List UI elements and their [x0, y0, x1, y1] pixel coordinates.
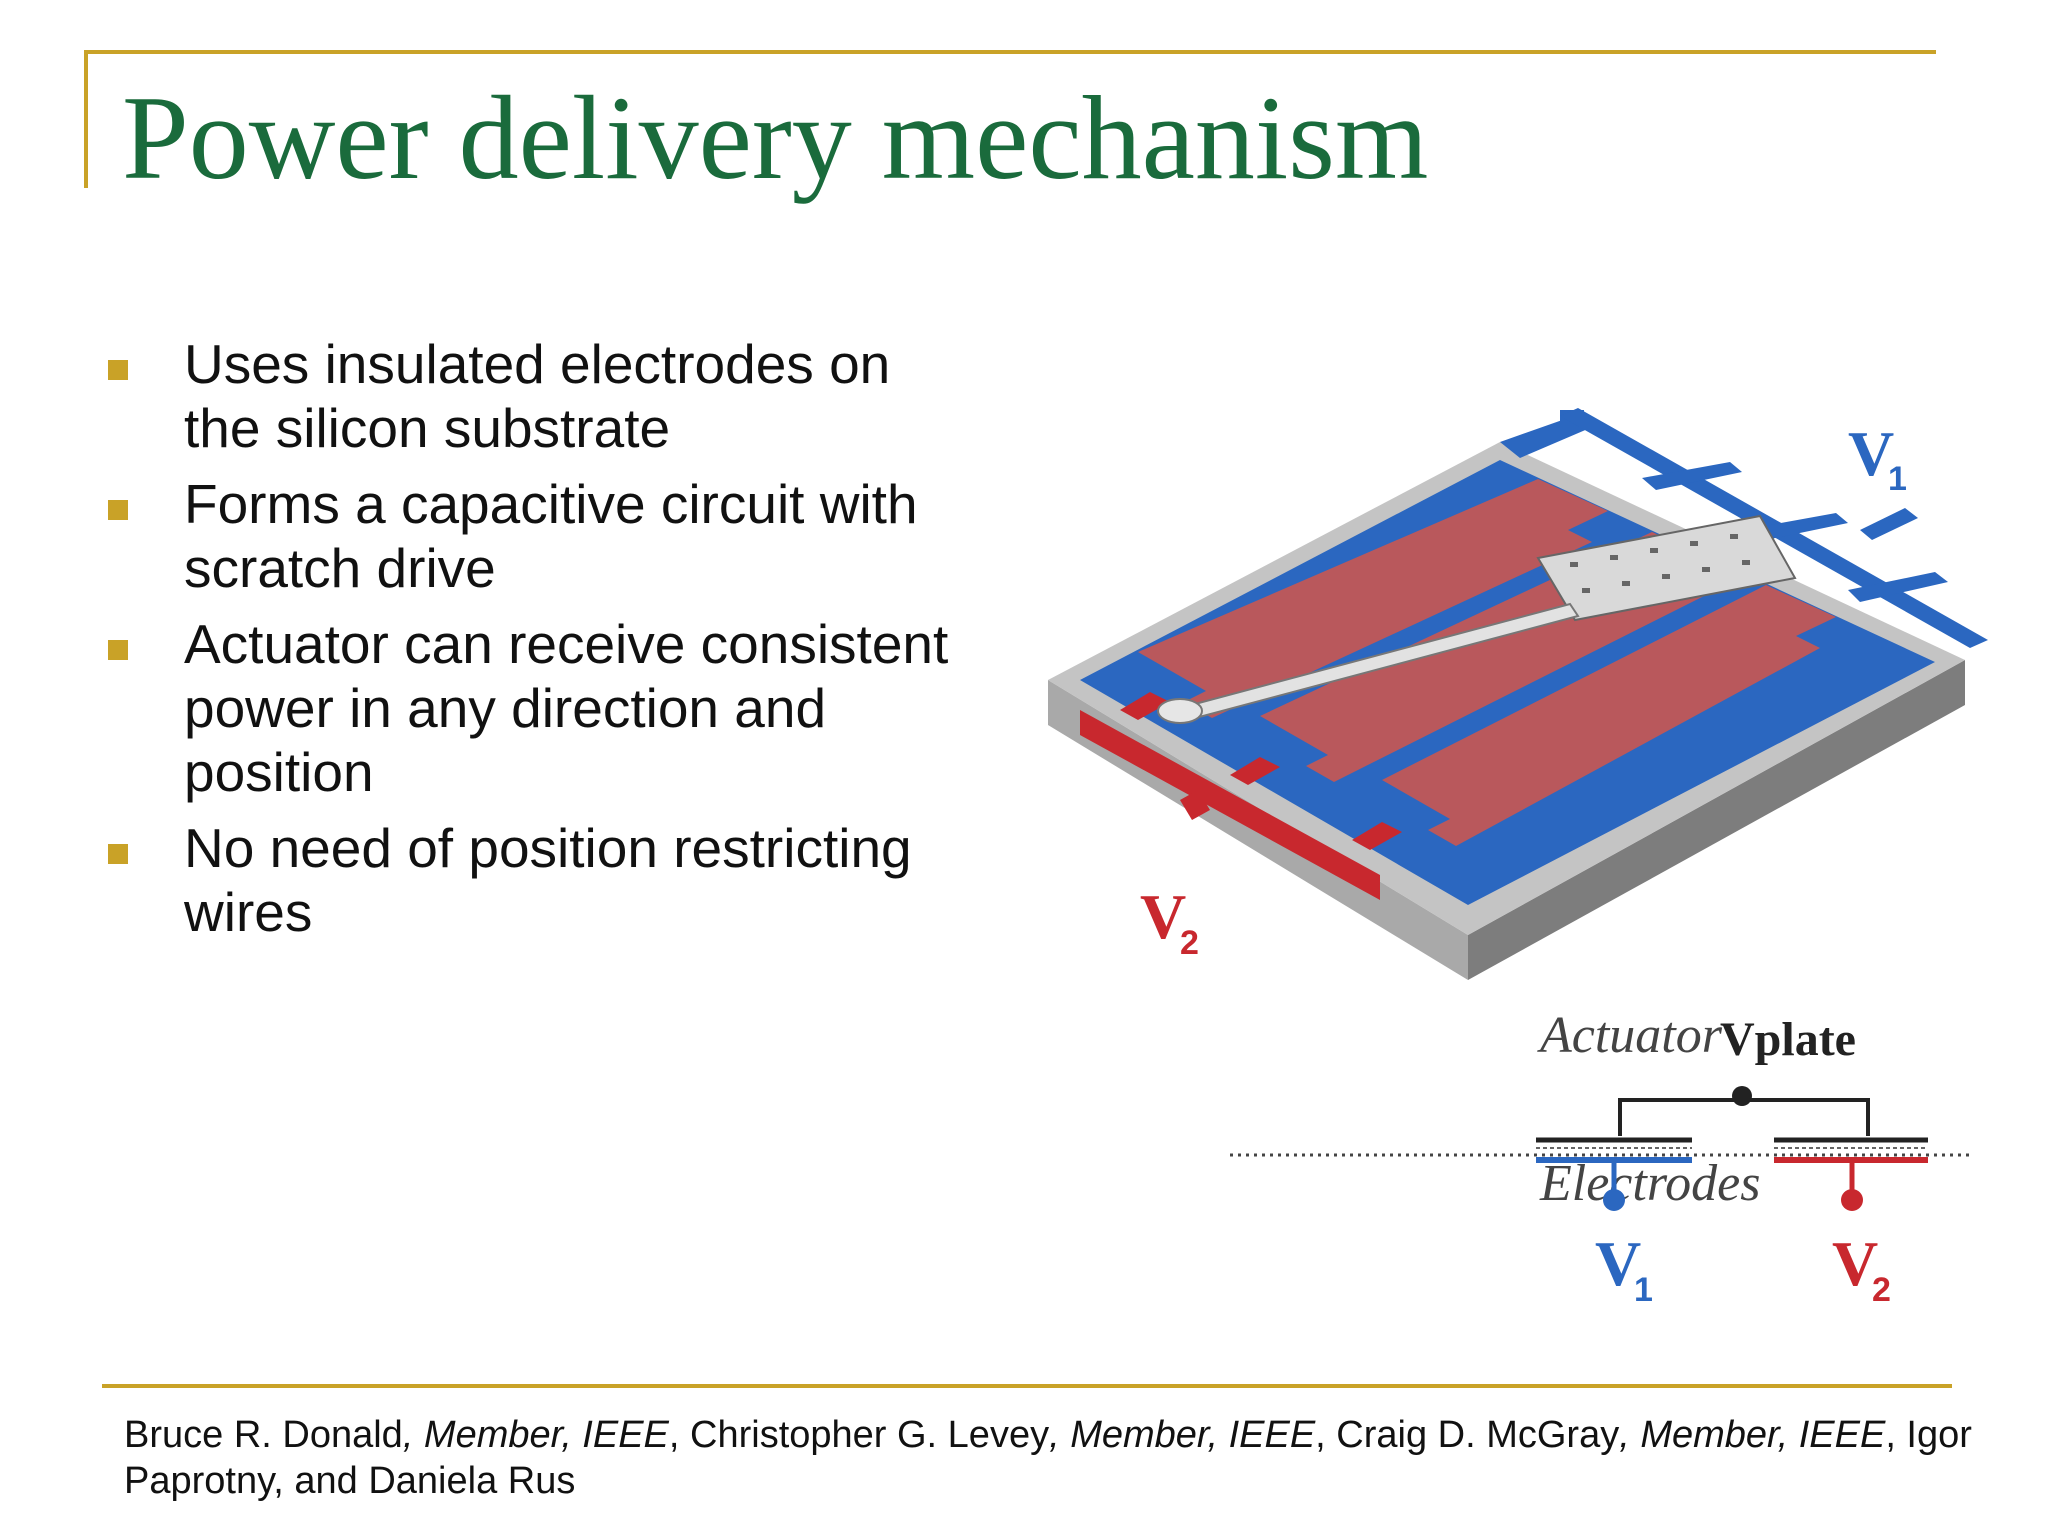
electrodes-label: Electrodes [1539, 1155, 1760, 1212]
v2-label: V [1140, 881, 1186, 952]
citation-author-1: Bruce R. Donald [124, 1414, 403, 1456]
bullet-item: Uses insulated electrodes on the silicon… [100, 332, 980, 460]
circuit-v2-subscript: 2 [1872, 1271, 1891, 1309]
v1-label: V [1848, 418, 1894, 489]
substrate-side-right [1468, 660, 1965, 980]
footer-rule [102, 1384, 1952, 1388]
bullet-item: Actuator can receive consistent power in… [100, 612, 980, 804]
circuit-v2-label: V [1832, 1228, 1878, 1299]
bullet-square-icon [108, 360, 128, 380]
citation-role-3: , Member, IEEE [1619, 1414, 1886, 1456]
scratch-drive-actuator [1157, 514, 1797, 724]
bullet-square-icon [108, 500, 128, 520]
citation-author-3: , Craig D. McGray [1315, 1414, 1620, 1456]
vplate-label: Vplate [1720, 1013, 1856, 1066]
circuit-v1-subscript: 1 [1634, 1271, 1653, 1309]
citation-line-2: , Igor Paprotny, and Daniela Rus [124, 1414, 1972, 1502]
bullet-square-icon [108, 844, 128, 864]
citation-role-1: , Member, IEEE [402, 1414, 669, 1456]
bullet-text: No need of position restricting wires [184, 817, 912, 943]
bullet-text: Uses insulated electrodes on the silicon… [184, 333, 891, 459]
bullet-text: Forms a capacitive circuit with scratch … [184, 473, 918, 599]
actuator-label: Actuator [1537, 1007, 1723, 1064]
v2-subscript: 2 [1180, 924, 1199, 962]
circuit-schematic: Actuator Electrodes Vplate V 1 V 2 [1230, 1007, 1970, 1309]
title-rule [84, 50, 1936, 54]
v2-bus [1080, 692, 1402, 900]
citation-role-2: , Member, IEEE [1049, 1414, 1316, 1456]
electrode-figure: V 1 V 2 Actuator Electrodes Vplate V 1 V [1030, 380, 2020, 1340]
slide-title: Power delivery mechanism [122, 71, 1429, 204]
bullet-item: No need of position restricting wires [100, 816, 980, 944]
v1-subscript: 1 [1888, 460, 1907, 498]
title-rule-left [84, 50, 88, 188]
bullet-text: Actuator can receive consistent power in… [184, 613, 949, 803]
bullet-item: Forms a capacitive circuit with scratch … [100, 472, 980, 600]
citation-author-2: , Christopher G. Levey [668, 1414, 1050, 1456]
citation: Bruce R. Donald, Member, IEEE, Christoph… [124, 1412, 2004, 1504]
bullet-list: Uses insulated electrodes on the silicon… [100, 332, 980, 956]
circuit-v1-label: V [1595, 1228, 1641, 1299]
electrode-diagram: V 1 V 2 Actuator Electrodes Vplate V 1 V [1048, 408, 1988, 1309]
bullet-square-icon [108, 640, 128, 660]
